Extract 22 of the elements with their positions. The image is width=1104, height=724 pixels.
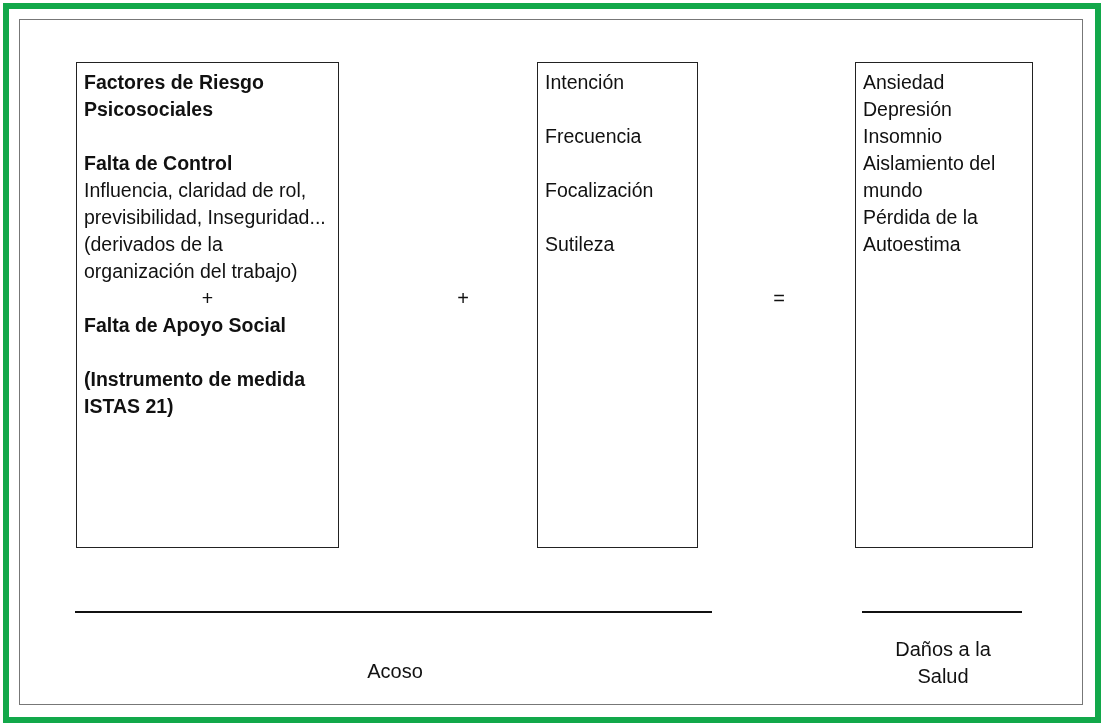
description: Influencia, claridad de rol, previsibilidad, Inseguridad... (derivados de la organización del trabajo): [84, 178, 327, 284]
list-item: Pérdida de la Autoestima: [863, 205, 979, 257]
list-item: Insomnio: [863, 124, 944, 149]
list-item: Depresión: [863, 97, 953, 122]
text-box: [855, 62, 1033, 548]
list-item: Aislamiento del mundo: [863, 151, 997, 203]
text-box: [537, 62, 698, 548]
plus-sign: +: [200, 286, 215, 311]
list-item: Frecuencia: [545, 124, 643, 149]
list-item: Focalización: [545, 178, 655, 203]
note: (Instrumento de medida ISTAS 21): [84, 367, 307, 419]
list-item: Ansiedad: [863, 70, 946, 95]
group-label: Acoso: [366, 659, 424, 684]
list-item: Intención: [545, 70, 626, 95]
heading: Factores de Riesgo Psicosociales: [84, 70, 265, 122]
plus-sign: +: [456, 286, 470, 311]
equals-sign: =: [772, 286, 786, 311]
text-box: [76, 62, 339, 548]
subheading: Falta de Control: [84, 151, 234, 176]
subheading: Falta de Apoyo Social: [84, 313, 287, 338]
list-item: Sutileza: [545, 232, 616, 257]
group-label: Daños a la Salud: [894, 637, 992, 689]
